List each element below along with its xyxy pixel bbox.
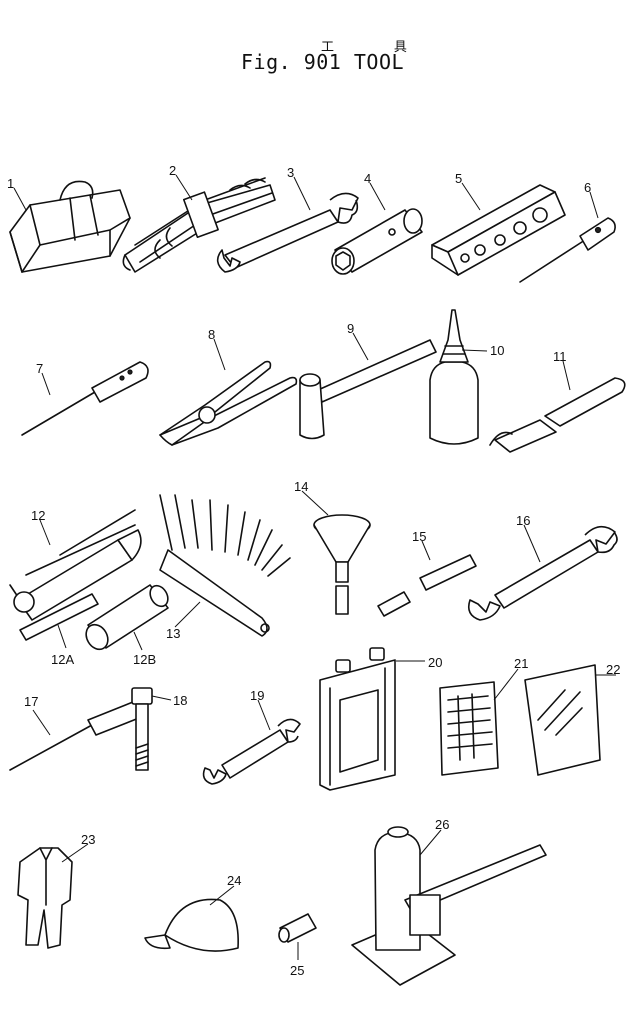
title-kanji: 工 具	[321, 40, 433, 55]
grease-cartridge-drawing	[85, 584, 169, 651]
callout-6: 6	[584, 180, 592, 195]
grease-gun-drawing	[9, 509, 142, 621]
title-text: Fig. 901 TOOL	[241, 50, 405, 74]
bolt-drawing	[131, 687, 153, 771]
callout-16: 16	[516, 513, 531, 528]
funnel-drawing	[313, 514, 371, 615]
socket-set-case-drawing	[431, 184, 566, 276]
callout-25: 25	[290, 963, 305, 978]
callout-22: 22	[606, 662, 621, 677]
callout-8: 8	[208, 327, 216, 342]
callout-9: 9	[347, 321, 355, 336]
pliers-drawing	[159, 360, 298, 446]
callout-26: 26	[435, 817, 450, 832]
screwdriver-6-drawing	[519, 217, 616, 283]
wrench-set-drawing	[122, 177, 276, 273]
callout-14: 14	[294, 479, 309, 494]
wrench-16-drawing	[467, 525, 618, 621]
callout-21: 21	[514, 656, 529, 671]
callout-2: 2	[169, 163, 177, 178]
callout-13: 13	[166, 626, 181, 641]
callout-7: 7	[36, 361, 44, 376]
callout-19: 19	[250, 688, 265, 703]
socket-wrench-drawing	[331, 208, 423, 275]
hammer-drawing	[299, 339, 437, 440]
callout-17: 17	[24, 694, 39, 709]
callout-5: 5	[455, 171, 463, 186]
pocket-card-drawing	[524, 664, 601, 776]
callout-3: 3	[287, 165, 295, 180]
leader-lines	[13, 174, 616, 960]
feeler-gauge-drawing	[159, 494, 291, 637]
screwdriver-7-drawing	[21, 361, 149, 436]
fuse-drawing	[278, 913, 317, 943]
callout-4: 4	[364, 171, 372, 186]
callout-18: 18	[173, 693, 188, 708]
callout-20: 20	[428, 655, 443, 670]
cap-drawing	[144, 898, 239, 952]
tire-lever-drawing	[489, 377, 626, 453]
oil-can-drawing	[429, 309, 479, 445]
pins-drawing	[377, 554, 477, 617]
coveralls-drawing	[17, 847, 73, 949]
callout-11: 11	[553, 349, 567, 364]
callout-12b: 12B	[133, 652, 157, 667]
jack-stand-drawing	[319, 647, 396, 791]
callout-23: 23	[81, 832, 96, 847]
chart-card-drawing	[439, 681, 499, 776]
callout-10: 10	[490, 343, 505, 358]
wrench-19-drawing	[202, 718, 301, 785]
callout-12: 12	[31, 508, 46, 523]
grease-nozzle-drawing	[19, 593, 99, 641]
callout-12a: 12A	[51, 652, 75, 667]
wrench-3-drawing	[216, 192, 359, 273]
callout-15: 15	[412, 529, 427, 544]
callout-24: 24	[227, 873, 242, 888]
screwdriver-17-drawing	[9, 699, 147, 771]
tool-bag-drawing	[9, 180, 131, 273]
callout-1: 1	[7, 176, 15, 191]
hydraulic-jack-drawing	[351, 826, 547, 986]
